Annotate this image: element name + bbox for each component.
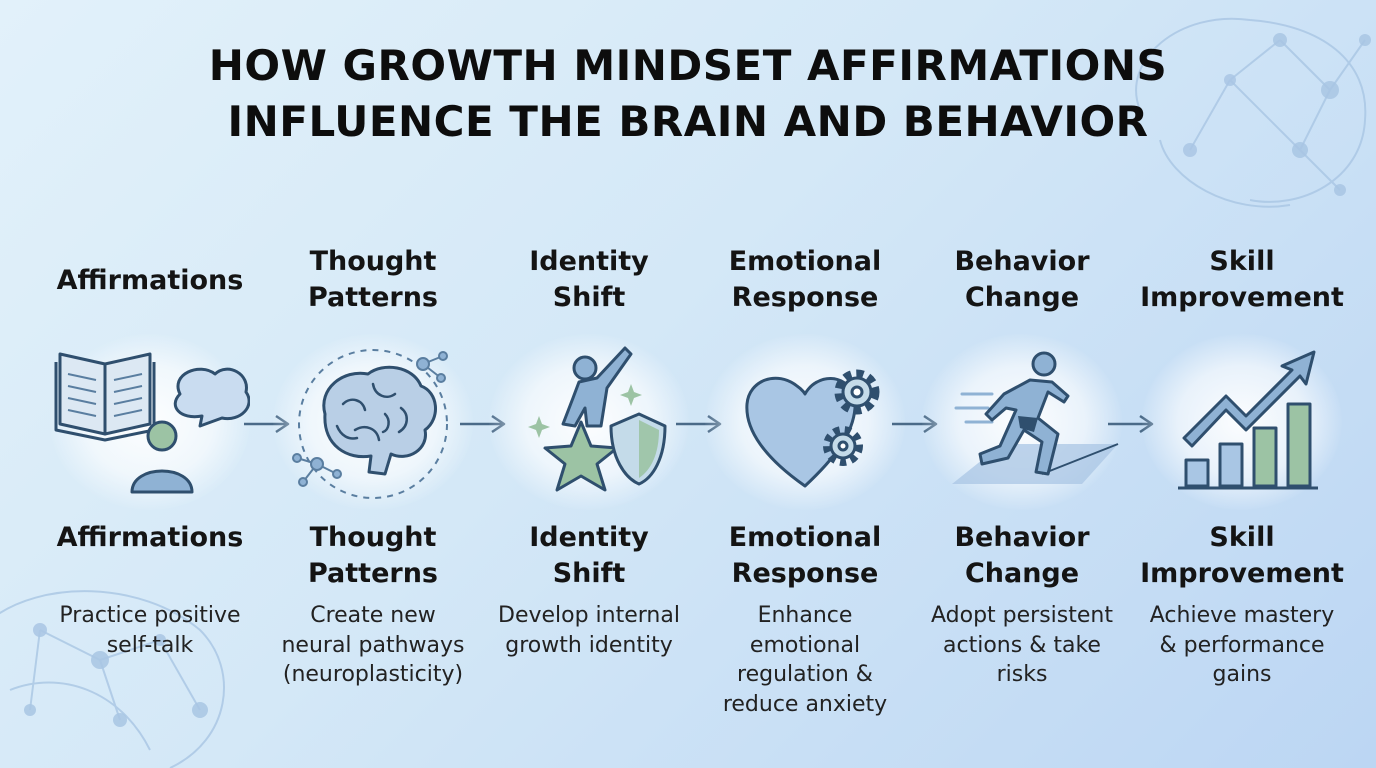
stage-bottom-label-line: Response — [731, 558, 879, 589]
stage-top-label: Thought Patterns — [265, 244, 481, 316]
stage-description: Create new neural pathways (neuroplastic… — [259, 601, 487, 690]
stage-top-label-line: Affirmations — [56, 265, 244, 296]
stage-top-label: Identity Shift — [481, 244, 697, 316]
stage-top-label-line: Identity — [529, 246, 649, 277]
stage-top-label: Behavior Change — [914, 244, 1130, 316]
book-speech-bubble-person-icon — [54, 352, 250, 494]
stage-top-label-line: Behavior — [954, 246, 1090, 277]
stage-description-line: emotional — [749, 632, 861, 658]
stage-icon-container — [922, 334, 1122, 510]
stage-description-line: reduce anxiety — [722, 691, 888, 717]
person-star-shield-icon — [528, 346, 667, 492]
stage-top-label-line: Shift — [552, 282, 626, 313]
stage-description: Enhance emotional regulation & reduce an… — [691, 601, 919, 719]
stage-bottom-label-line: Identity — [529, 522, 649, 553]
stage-bottom-label-line: Skill — [1209, 522, 1275, 553]
stage-description-line: Achieve mastery — [1149, 603, 1335, 628]
stage-icon-container — [1142, 334, 1342, 510]
title-line-1: HOW GROWTH MINDSET AFFIRMATIONS — [208, 41, 1168, 90]
stage-top-label: Emotional Response — [697, 244, 913, 316]
stage-description: Adopt persistent actions & take risks — [908, 601, 1136, 690]
stage-top-label-line: Improvement — [1140, 282, 1344, 313]
stage-bottom-label-line: Shift — [552, 558, 626, 589]
stage-icon-container — [273, 334, 473, 510]
stage-bottom-label: Identity Shift — [481, 520, 697, 592]
stage-description-line: Adopt persistent — [931, 603, 1113, 628]
stage-description-line: & performance — [1159, 632, 1325, 658]
stage-description: Achieve mastery & performance gains — [1128, 601, 1356, 690]
stage-top-label-line: Emotional — [728, 246, 882, 277]
stage-top-label-line: Change — [964, 282, 1080, 313]
stage-top-label-line: Thought — [309, 246, 437, 277]
stage-icon-container — [489, 334, 689, 510]
stage-description: Practice positive self-talk — [36, 601, 264, 660]
stage-top-label: Affirmations — [42, 263, 258, 299]
stage-bottom-label-line: Affirmations — [56, 522, 244, 553]
stage-description-line: gains — [1212, 662, 1272, 687]
title-line-2: INFLUENCE THE BRAIN AND BEHAVIOR — [227, 97, 1149, 146]
stage-bottom-label: Behavior Change — [914, 520, 1130, 592]
stage-description-line: regulation & — [737, 662, 873, 687]
stage-bottom-label: Affirmations — [42, 520, 258, 556]
bar-chart-up-arrow-icon — [1178, 350, 1318, 490]
stage-top-label-line: Skill — [1209, 246, 1275, 277]
stage-bottom-label: Skill Improvement — [1134, 520, 1350, 592]
page-title: HOW GROWTH MINDSET AFFIRMATIONS INFLUENC… — [0, 38, 1376, 150]
stage-top-label: Skill Improvement — [1134, 244, 1350, 316]
stage-bottom-label: Thought Patterns — [265, 520, 481, 592]
stage-description-line: Practice positive — [59, 603, 241, 628]
stage-bottom-label: Emotional Response — [697, 520, 913, 592]
stage-bottom-label-line: Thought — [309, 522, 437, 553]
stage-description-line: neural pathways — [281, 632, 465, 658]
stage-top-label-line: Patterns — [307, 282, 439, 313]
stage-bottom-label-line: Improvement — [1140, 558, 1344, 589]
stage-bottom-label-line: Behavior — [954, 522, 1090, 553]
neural-network-decoration-bottom-left — [0, 590, 225, 768]
stage-top-label-line: Response — [731, 282, 879, 313]
stage-description-line: growth identity — [505, 632, 673, 658]
stage-bottom-label-line: Patterns — [307, 558, 439, 589]
brain-neurons-icon — [292, 349, 448, 499]
heart-gears-icon — [745, 369, 880, 488]
stage-description-line: (neuroplasticity) — [282, 662, 464, 687]
stage-description-line: Enhance — [757, 603, 853, 628]
stage-description-line: actions & take — [943, 632, 1101, 658]
stage-bottom-label-line: Change — [964, 558, 1080, 589]
stage-description-line: Develop internal — [498, 603, 680, 628]
stage-description-line: risks — [996, 662, 1048, 687]
stage-bottom-label-line: Emotional — [728, 522, 882, 553]
stage-description-line: self-talk — [106, 632, 194, 658]
stage-icon-container — [705, 334, 905, 510]
running-person-icon — [952, 351, 1119, 484]
stage-description-line: Create new — [310, 603, 436, 628]
stage-description: Develop internal growth identity — [475, 601, 703, 660]
stage-icon-container — [50, 334, 250, 510]
